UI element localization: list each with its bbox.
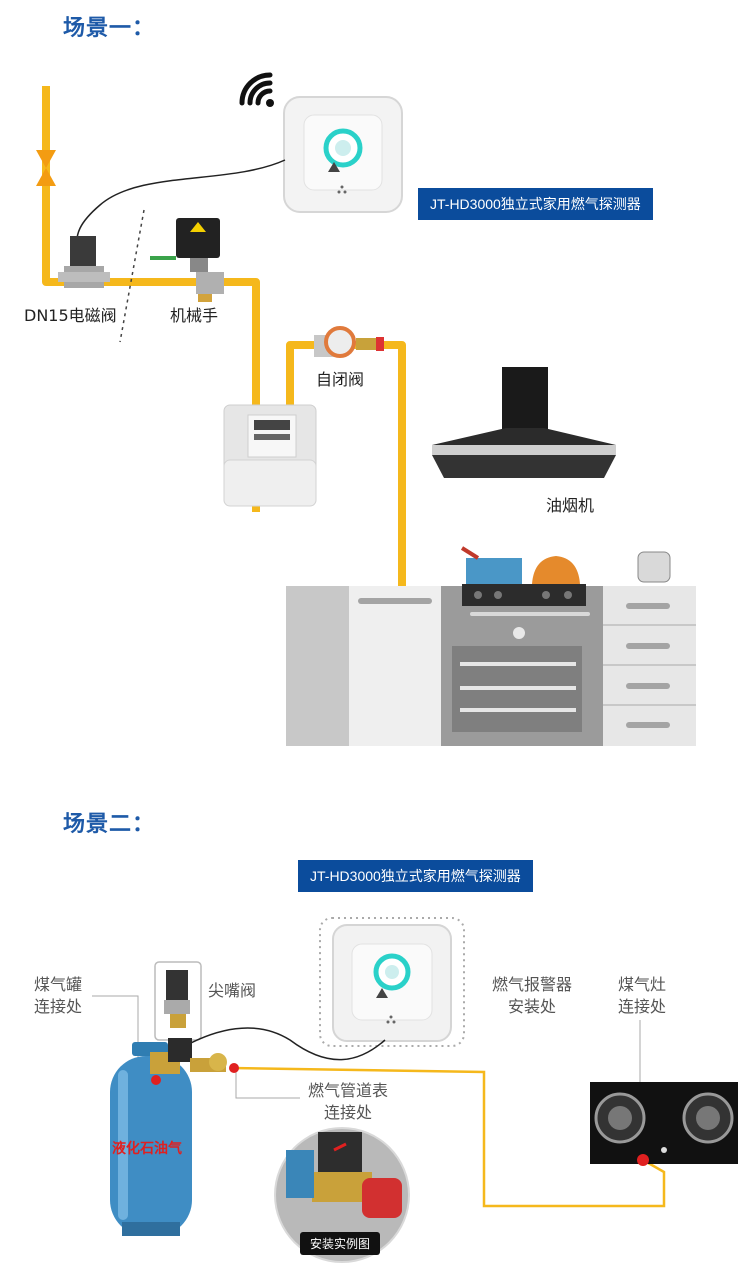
detector-install-frame xyxy=(319,917,465,1047)
gas-meter-icon xyxy=(223,404,317,507)
gas-stove-icon xyxy=(590,1082,738,1166)
wifi-icon xyxy=(239,72,274,107)
gas-detector-icon xyxy=(283,96,403,213)
signal-cable xyxy=(76,159,286,251)
alarm-install-line-2: 安装处 xyxy=(507,997,556,1016)
solenoid-valve-icon xyxy=(58,236,110,288)
alarm-install-label: 燃气报警器 安装处 xyxy=(484,974,580,1018)
kitchen-cabinet-icon xyxy=(286,584,696,746)
tank-connection-label: 煤气罐 连接处 xyxy=(34,974,82,1018)
scene1-heading: 场景一： xyxy=(63,16,156,41)
scene2-heading: 场景二： xyxy=(63,812,156,837)
self-closing-valve-icon xyxy=(314,326,384,358)
nozzle-valve-label: 尖嘴阀 xyxy=(208,981,257,1000)
range-hood-label: 油烟机 xyxy=(546,496,595,515)
stove-connection-label: 煤气灶 连接处 xyxy=(608,974,676,1018)
dn15-valve-label: DN15电磁阀 xyxy=(24,306,117,325)
inline-valve-icon xyxy=(36,150,56,186)
scene1-detector-label: JT-HD3000独立式家用燃气探测器 xyxy=(418,188,653,220)
divider-line xyxy=(119,209,145,343)
stove-connection-line-1: 煤气灶 xyxy=(617,975,666,994)
tank-connection-line-2: 连接处 xyxy=(34,997,83,1016)
install-example-photo xyxy=(274,1127,410,1263)
manipulator-icon xyxy=(150,218,224,302)
scene1-diagram xyxy=(36,72,696,746)
lpg-tank-text: 液化石油气 xyxy=(112,1141,182,1157)
meter-connection-line-2: 连接处 xyxy=(323,1103,372,1122)
manipulator-label: 机械手 xyxy=(170,306,219,325)
meter-connection-line-1: 燃气管道表 xyxy=(307,1081,388,1100)
install-example-caption: 安装实例图 xyxy=(300,1232,381,1255)
tank-connection-line-1: 煤气罐 xyxy=(34,975,83,994)
meter-connection-label: 燃气管道表 连接处 xyxy=(298,1080,398,1124)
meter-leader-line xyxy=(235,1070,300,1099)
range-hood-icon xyxy=(432,367,616,478)
lpg-tank-icon xyxy=(110,1042,192,1236)
regulator-icon xyxy=(150,1038,239,1085)
signal-cable xyxy=(184,1027,386,1061)
scene2-detector-label: JT-HD3000独立式家用燃气探测器 xyxy=(298,860,533,892)
self-closing-valve-label: 自闭阀 xyxy=(316,370,365,389)
cookware-icon xyxy=(460,546,671,584)
tank-leader-line xyxy=(92,995,139,1060)
nozzle-valve-icon xyxy=(164,970,190,1028)
gas-hose xyxy=(231,1066,666,1208)
stove-connection-line-2: 连接处 xyxy=(617,997,666,1016)
alarm-install-line-1: 燃气报警器 xyxy=(491,975,572,994)
gas-detector-icon xyxy=(332,924,452,1042)
